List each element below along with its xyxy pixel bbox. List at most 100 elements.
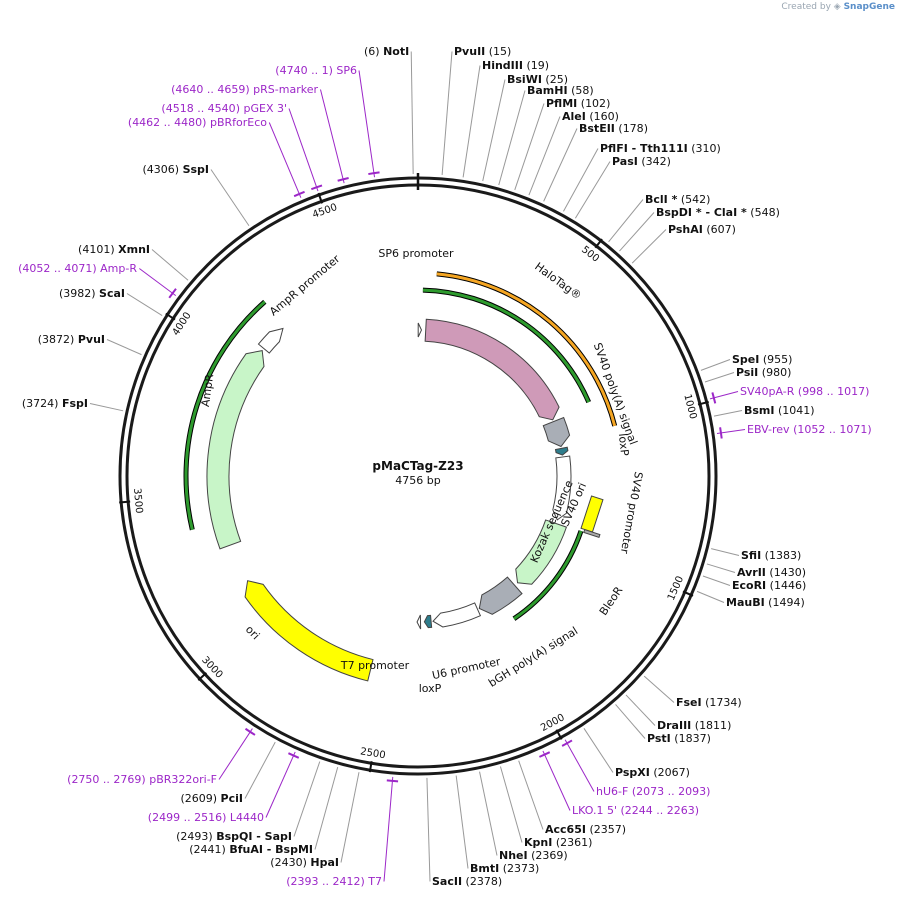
site-leader [608, 199, 644, 243]
ori-arrow [244, 580, 374, 682]
site-label: PspXI (2067) [615, 766, 690, 779]
feature-label: SV40 poly(A) signal [591, 341, 640, 446]
site-label: BsiWI (25) [507, 73, 568, 86]
primer-mark [310, 184, 323, 191]
site-label: MauBI (1494) [726, 596, 805, 609]
credit-brand: SnapGene [843, 2, 895, 12]
primer-mark [244, 727, 256, 736]
site-leader [314, 766, 339, 850]
halotag-arrow [424, 318, 560, 421]
site-leader [625, 694, 656, 726]
bleor-bar-fill [513, 530, 583, 620]
primer-leader [139, 268, 177, 297]
t7-promoter-arrow [416, 614, 422, 630]
site-label: (3724) FspI [22, 397, 88, 410]
feature-label: AmpR [199, 373, 216, 408]
site-leader [574, 161, 611, 219]
feature-bars [183, 271, 618, 621]
ampr-arrow [206, 350, 265, 550]
site-label: (4306) SspI [142, 163, 209, 176]
primer-leader [564, 739, 595, 792]
site-label: (6) NotI [364, 45, 409, 58]
loxp-2-arrow [423, 614, 433, 629]
site-label: BstEII (178) [579, 122, 648, 135]
feature-label: T7 promoter [340, 659, 410, 672]
tick-label: 2500 [359, 746, 386, 761]
feature-label: bGH poly(A) signal [486, 624, 580, 689]
site-leader [543, 128, 578, 202]
site-label: (2493) BspQI - SapI [176, 830, 292, 843]
tick-mark [165, 312, 176, 321]
site-label: SfiI (1383) [741, 549, 801, 562]
tick-label: 3500 [131, 488, 144, 514]
site-leader [340, 772, 360, 863]
site-leader [498, 90, 526, 186]
feature-label: BleoR [597, 584, 626, 618]
site-leader [499, 766, 523, 843]
primer-label: (4740 .. 1) SP6 [275, 64, 357, 77]
site-leader [455, 775, 469, 869]
primer-label: (2750 .. 2769) pBR322ori-F [67, 773, 217, 786]
feature-label: ori [243, 623, 262, 642]
primer-mark [337, 176, 349, 182]
site-leader [293, 761, 321, 837]
feature-label: AmpR promoter [267, 252, 343, 318]
site-label: (2609) PciI [180, 792, 243, 805]
primer-mark [293, 190, 305, 198]
site-label: HindIII (19) [482, 59, 549, 72]
tick-mark [682, 590, 694, 597]
site-label: BsmI (1041) [744, 404, 815, 417]
site-label: PstI (1837) [647, 732, 711, 745]
primer-label: LKO.1 5' (2244 .. 2263) [572, 804, 699, 817]
site-leader [696, 590, 725, 603]
primer-label: (4052 .. 4071) Amp-R [18, 262, 137, 275]
site-label: BamHI (58) [527, 84, 594, 97]
primer-mark [368, 171, 380, 176]
tick-mark [317, 192, 324, 204]
site-leader [713, 410, 743, 417]
primer-label: SV40pA-R (998 .. 1017) [740, 385, 869, 398]
tick-mark [197, 672, 208, 682]
site-label: PshAI (607) [668, 223, 736, 236]
primer-mark [711, 392, 717, 404]
site-leader [563, 148, 599, 212]
primer-mark [539, 751, 551, 758]
bleor-arrow [515, 519, 568, 585]
site-label: Acc65I (2357) [545, 823, 626, 836]
sv40-promoter-arrow [552, 455, 572, 521]
site-label: SacII (2378) [432, 875, 502, 888]
site-label: (3982) ScaI [59, 287, 125, 300]
site-leader [631, 229, 667, 264]
site-label: (4101) XmnI [78, 243, 150, 256]
primer-label: (2499 .. 2516) L4440 [148, 811, 264, 824]
site-leader-lines [89, 51, 746, 882]
tick-mark [368, 761, 373, 773]
feature-arrows [206, 318, 604, 682]
primer-label: hU6-F (2073 .. 2093) [596, 785, 710, 798]
primer-label: (4640 .. 4659) pRS-marker [171, 83, 318, 96]
site-leader [583, 728, 614, 773]
primer-label: EBV-rev (1052 .. 1071) [747, 423, 872, 436]
site-leader [106, 339, 142, 356]
primer-leader [265, 751, 296, 818]
site-leader [643, 675, 675, 703]
site-leader [244, 741, 276, 799]
primer-leader [542, 750, 571, 811]
primer-leader [319, 89, 345, 184]
site-leader [700, 359, 731, 371]
primer-leader [218, 728, 253, 780]
tick-mark [697, 400, 709, 406]
site-label: PvuII (15) [454, 45, 511, 58]
loxp-arrow [554, 446, 569, 456]
site-label: PflFI - Tth111I (310) [600, 142, 721, 155]
kozak-block [583, 528, 601, 539]
site-leader [706, 563, 736, 573]
plasmid-length: 4756 bp [395, 474, 440, 487]
primer-label: (4462 .. 4480) pBRforEco [128, 116, 267, 129]
primer-mark [287, 752, 300, 759]
site-leader [482, 79, 506, 182]
site-leader [462, 65, 481, 178]
site-label: AvrII (1430) [737, 566, 806, 579]
site-leader [704, 372, 735, 383]
